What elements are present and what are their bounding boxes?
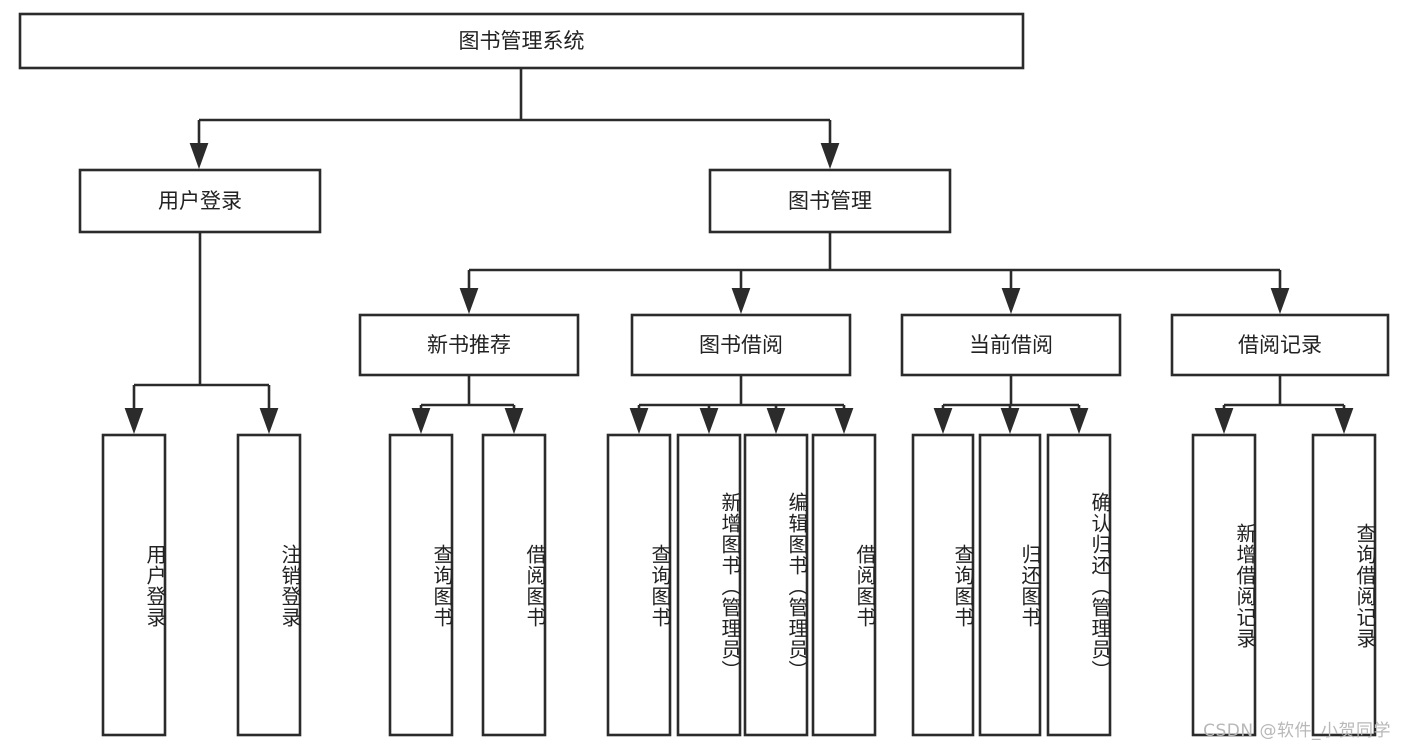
node-box-leaf-borrow-book-2[interactable] — [811, 433, 877, 737]
node-box-leaf-query-record[interactable] — [1311, 433, 1377, 737]
arrow-head-icon — [1001, 288, 1021, 314]
arrow-head-icon — [699, 408, 719, 434]
node-box-leaf-add-book[interactable] — [676, 433, 742, 737]
arrow-head-icon — [1334, 408, 1354, 434]
node-box-book-borrow[interactable] — [630, 313, 852, 377]
arrow-head-icon — [189, 143, 209, 169]
node-box-leaf-query-book-3[interactable] — [911, 433, 975, 737]
node-box-leaf-edit-book[interactable] — [743, 433, 809, 737]
arrow-head-icon — [834, 408, 854, 434]
node-box-book-manage[interactable] — [708, 168, 952, 234]
arrow-head-icon — [1214, 408, 1234, 434]
node-box-leaf-confirm-return[interactable] — [1046, 433, 1112, 737]
node-box-leaf-query-book-1[interactable] — [388, 433, 454, 737]
node-box-root[interactable] — [18, 12, 1025, 70]
arrow-head-icon — [124, 408, 144, 434]
node-box-leaf-add-record[interactable] — [1191, 433, 1257, 737]
box-layer — [18, 12, 1390, 737]
arrow-head-icon — [411, 408, 431, 434]
node-box-leaf-return-book[interactable] — [978, 433, 1042, 737]
node-box-leaf-borrow-book-1[interactable] — [481, 433, 547, 737]
arrow-head-icon — [259, 408, 279, 434]
arrow-head-icon — [459, 288, 479, 314]
node-label-user-login: 用户登录 — [158, 189, 242, 213]
arrow-head-icon — [933, 408, 953, 434]
node-label-book-borrow: 图书借阅 — [699, 333, 783, 357]
node-box-new-book-rec[interactable] — [358, 313, 580, 377]
node-box-leaf-user-login[interactable] — [101, 433, 167, 737]
arrow-head-icon — [1270, 288, 1290, 314]
node-label-book-manage: 图书管理 — [788, 189, 872, 213]
connector-new-book-rec — [411, 375, 524, 434]
arrow-head-icon — [504, 408, 524, 434]
connector-layer — [124, 68, 1354, 434]
arrow-head-icon — [1000, 408, 1020, 434]
node-box-current-borrow[interactable] — [900, 313, 1122, 377]
connector-user-login — [124, 232, 279, 434]
arrow-head-icon — [820, 143, 840, 169]
arrow-head-icon — [1069, 408, 1089, 434]
arrow-head-icon — [766, 408, 786, 434]
connector-root — [189, 68, 840, 169]
node-box-leaf-user-logout[interactable] — [236, 433, 302, 737]
node-label-borrow-record: 借阅记录 — [1238, 333, 1322, 357]
node-box-user-login[interactable] — [78, 168, 322, 234]
node-label-current-borrow: 当前借阅 — [969, 333, 1053, 357]
node-box-borrow-record[interactable] — [1170, 313, 1390, 377]
arrow-head-icon — [629, 408, 649, 434]
arrow-head-icon — [731, 288, 751, 314]
csdn-watermark: CSDN @软件_小贺同学 — [1203, 721, 1391, 741]
connector-book-borrow — [629, 375, 854, 434]
node-label-root: 图书管理系统 — [459, 29, 585, 53]
node-box-leaf-query-book-2[interactable] — [606, 433, 672, 737]
connector-book-manage — [459, 232, 1290, 314]
node-label-new-book-rec: 新书推荐 — [427, 333, 511, 357]
connector-current-borrow — [933, 375, 1089, 434]
connector-borrow-record — [1214, 375, 1354, 434]
